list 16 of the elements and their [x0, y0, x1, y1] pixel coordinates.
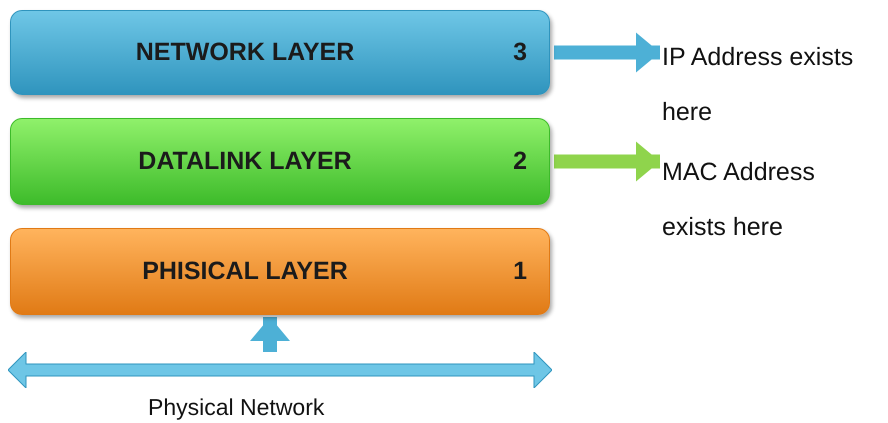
layer-box — [10, 228, 550, 315]
double-arrow-bar — [8, 352, 552, 388]
layer-box — [10, 10, 550, 95]
layer-number: 1 — [513, 256, 527, 287]
layer-name: DATALINK LAYER — [137, 146, 353, 177]
bar-label: Physical Network — [148, 394, 324, 421]
layer-name: PHISICAL LAYER — [141, 256, 349, 287]
arrow — [250, 317, 290, 352]
layer-number: 2 — [513, 146, 527, 177]
layer-name: NETWORK LAYER — [134, 37, 356, 68]
arrow — [554, 32, 660, 72]
layer-box — [10, 118, 550, 205]
arrow — [554, 142, 660, 182]
layer-number: 3 — [513, 37, 527, 68]
annotation-text: IP Address exists here — [662, 30, 888, 140]
annotation-text: MAC Address exists here — [662, 145, 852, 255]
